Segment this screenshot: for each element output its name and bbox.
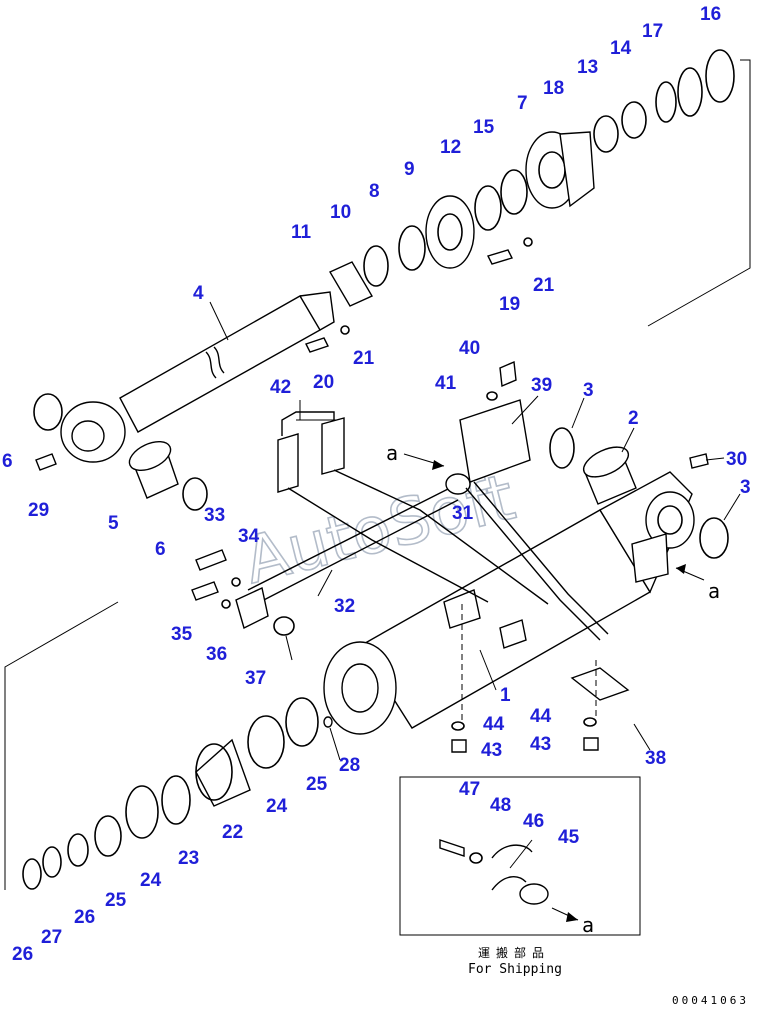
part-label: 34 xyxy=(238,526,260,547)
part-label: 33 xyxy=(204,505,225,526)
part-label: 35 xyxy=(171,624,193,645)
part-label: 45 xyxy=(558,827,580,848)
part-labels: 1 2 3 3 4 5 6 6 7 8 9 10 11 12 13 14 15 … xyxy=(2,4,751,965)
grease-fitting xyxy=(35,453,57,471)
part-label: 46 xyxy=(523,811,544,832)
piston-parts xyxy=(22,697,333,890)
part-label: 2 xyxy=(628,408,639,429)
cylinder-tube xyxy=(323,471,695,735)
part-label: 1 xyxy=(500,685,511,706)
part-label: 30 xyxy=(726,449,747,470)
part-label: 43 xyxy=(481,740,502,761)
part-label: 26 xyxy=(74,907,95,928)
drawing-code: 00041063 xyxy=(672,994,749,1007)
ref-letter-a: a xyxy=(386,441,398,465)
part-label: 17 xyxy=(642,21,663,42)
cylinder-head-parts xyxy=(305,49,735,353)
piping xyxy=(235,399,630,701)
part-label: 6 xyxy=(2,451,13,472)
part-label: 38 xyxy=(645,748,666,769)
part-label: 9 xyxy=(404,159,415,180)
grease-fitting-bottom xyxy=(689,453,709,469)
part-label: 8 xyxy=(369,181,380,202)
part-label: 20 xyxy=(313,372,334,393)
part-label: 44 xyxy=(483,714,505,735)
part-label: 14 xyxy=(610,38,632,59)
part-label: 47 xyxy=(459,779,480,800)
part-label: 24 xyxy=(266,796,288,817)
part-label: 3 xyxy=(740,477,751,498)
part-label: 21 xyxy=(353,348,375,369)
part-label: 19 xyxy=(499,294,520,315)
part-label: 32 xyxy=(334,596,355,617)
shipping-label-jp: 運搬部品 xyxy=(478,945,550,960)
ref-letter-a: a xyxy=(582,913,594,937)
shipping-label-en: For Shipping xyxy=(468,962,562,977)
frame-lines xyxy=(4,59,751,890)
part-label: 28 xyxy=(339,755,360,776)
part-label: 13 xyxy=(577,57,598,78)
part-label: 39 xyxy=(531,375,552,396)
part-label: 16 xyxy=(700,4,721,25)
part-label: 12 xyxy=(440,137,461,158)
part-label: 23 xyxy=(178,848,199,869)
part-label: 25 xyxy=(306,774,328,795)
part-label: 27 xyxy=(41,927,62,948)
part-label: 11 xyxy=(291,222,312,243)
dust-seal-rod xyxy=(182,477,208,511)
dust-seal-bottom-2 xyxy=(699,517,729,559)
part-label: 43 xyxy=(530,734,551,755)
hardware xyxy=(191,360,599,753)
part-label: 37 xyxy=(245,668,266,689)
dust-seal-rod-2 xyxy=(33,393,63,431)
part-label: 31 xyxy=(452,503,474,524)
part-label: 42 xyxy=(270,377,291,398)
part-label: 3 xyxy=(583,380,594,401)
bushing-end xyxy=(128,440,172,472)
part-label: 7 xyxy=(517,93,528,114)
ref-letter-a: a xyxy=(708,579,720,603)
part-label: 26 xyxy=(12,944,33,965)
part-label: 18 xyxy=(543,78,564,99)
part-label: 44 xyxy=(530,706,552,727)
part-label: 21 xyxy=(533,275,555,296)
part-label: 36 xyxy=(206,644,227,665)
part-label: 41 xyxy=(435,373,457,394)
piston-rod xyxy=(60,291,335,463)
dust-seal-bottom xyxy=(549,427,575,469)
leader-lines xyxy=(209,301,741,761)
part-label: 5 xyxy=(108,513,119,534)
part-label: 6 xyxy=(155,539,166,560)
part-label: 40 xyxy=(459,338,480,359)
part-label: 10 xyxy=(330,202,351,223)
bushing-bottom-end xyxy=(582,446,630,478)
reference-arrows xyxy=(403,453,705,922)
part-label: 22 xyxy=(222,822,243,843)
part-label: 48 xyxy=(490,795,511,816)
shipping-box xyxy=(399,776,641,936)
part-label: 24 xyxy=(140,870,162,891)
part-label: 25 xyxy=(105,890,127,911)
part-label: 4 xyxy=(193,283,204,304)
part-label: 29 xyxy=(28,500,49,521)
part-label: 15 xyxy=(473,117,495,138)
